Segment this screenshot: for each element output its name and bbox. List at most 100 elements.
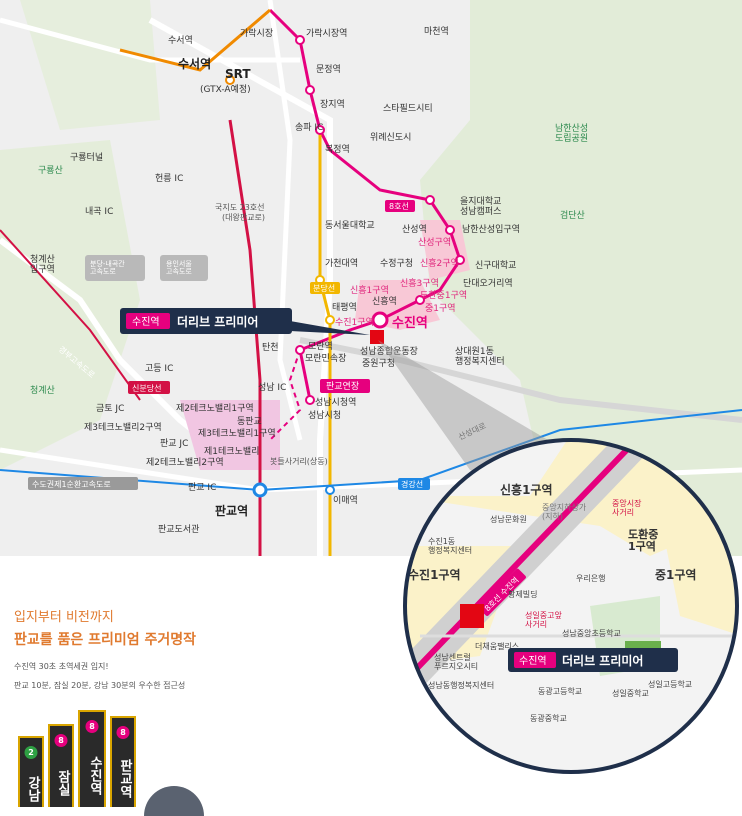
label-dandae: 단대오거리역	[463, 278, 513, 289]
inset-seongil-mid: 성일중학교	[612, 688, 649, 698]
label-geumto-jc: 금토 JC	[96, 403, 124, 414]
inset-donggwang-high: 동광고등학교	[538, 686, 582, 696]
sign-pangyo-text: 판교역	[117, 759, 132, 798]
label-bundang-south: 봇들사거리(상동)	[270, 456, 328, 466]
inset-seongil-high: 성일고등학교	[648, 679, 692, 689]
green-area-east	[420, 0, 742, 556]
label-tech1: 제1테크노밸리	[204, 446, 259, 457]
label-gtx: (GTX-A예정)	[200, 84, 251, 95]
headline-desc1: 수진역 30초 초역세권 입지!	[14, 662, 109, 671]
label-singu: 신구대학교	[475, 260, 516, 271]
area-map: 수서역 수서역 SRT (GTX-A예정) 가락시장 가락시장역 문정역 장지역…	[0, 0, 742, 556]
label-munjeong: 문정역	[316, 64, 341, 75]
headline-line2: 판교를 품은 프리미엄 주거명작	[14, 632, 197, 648]
label-tech3: 제3테크노밸리2구역	[84, 422, 162, 433]
label-jung1: 중1구역	[425, 303, 456, 314]
site-marker	[370, 330, 384, 344]
callout-station-badge	[126, 313, 170, 329]
label-wirye: 위례신도시	[370, 132, 411, 143]
label-pangyo-ic: 판교 IC	[188, 482, 216, 493]
label-tech3-1: 제3테크노밸리1구역	[198, 428, 276, 439]
label-pangyo-library: 판교도서관	[158, 524, 199, 535]
label-gukji23: 국지도 23호선	[215, 203, 265, 212]
inset-sujin1: 수진1구역	[408, 567, 461, 582]
inset-seongnam-culture: 성남문화원	[490, 515, 527, 524]
label-srt: SRT	[225, 67, 251, 81]
inset-theclassic: 더채움팰리스	[475, 641, 519, 651]
callout-name: 더리브 프리미어	[177, 314, 258, 329]
label-gukji23-sub: (대왕판교로)	[222, 213, 265, 222]
label-dongpangyo: 동판교	[237, 416, 262, 427]
sign-jamsil: 8 잠실	[48, 724, 74, 807]
badge-line8	[385, 200, 415, 212]
sinbundang-west-route	[0, 229, 141, 401]
label-heolleung-ic: 헌릉 IC	[155, 173, 183, 184]
label-suseo-ic: 수서역	[168, 35, 193, 46]
inset-station-sign	[478, 568, 526, 616]
bundang-line-route	[318, 130, 332, 556]
label-tancheon: 탄천	[262, 342, 279, 353]
label-namhansanseong-st: 남한산성입구역	[462, 223, 520, 235]
sign-jamsil-line-badge: 8	[54, 734, 68, 747]
label-tech2-2: 제2테크노밸리2구역	[146, 457, 224, 468]
inset-callout-badge	[514, 652, 556, 668]
label-sinheung3: 신흥3구역	[400, 277, 439, 289]
pangyo-extension-route	[269, 349, 302, 441]
badge-bundang	[310, 282, 340, 294]
sign-pangyo-line-badge: 8	[116, 726, 130, 739]
road-main	[148, 17, 333, 556]
road-north	[0, 17, 300, 63]
label-seongnam-sports: 성남종합운동장	[360, 346, 418, 357]
label-gacheon: 가천대역	[325, 258, 358, 269]
label-bokjeong: 복정역	[325, 144, 350, 155]
inset-seongnam-welfare: 성남동행정복지센터	[428, 680, 494, 690]
label-pangyo-jc: 판교 JC	[160, 438, 188, 449]
label-sujin1: 수진1구역	[335, 317, 374, 328]
label-dongseoul-univ: 동서울대학교	[325, 220, 375, 231]
label-godeung-ic: 고등 IC	[145, 363, 173, 374]
label-guryongsan: 구룡산	[38, 165, 63, 176]
label-bundang-line: 분당선	[313, 283, 335, 293]
zone-technovalley	[180, 400, 280, 470]
label-seongnam-ic: 성남 IC	[258, 382, 286, 393]
callout-pointer	[290, 321, 370, 335]
headline-desc2: 판교 10분, 잠실 20분, 강남 30분의 우수한 접근성	[14, 681, 186, 690]
inset-woori: 우리은행	[576, 573, 605, 583]
label-moran: 모란역	[308, 340, 333, 352]
inset-jungang-market: 중앙지하상가(지하)	[542, 502, 587, 521]
sign-gangnam-text: 강남	[25, 775, 40, 802]
label-sinheung1: 신흥1구역	[350, 284, 389, 296]
label-sinbundang: 신분당선	[132, 383, 161, 393]
label-jangji: 장지역	[320, 99, 345, 110]
inset-sinheung1: 신흥1구역	[500, 482, 553, 497]
badge-yongin-seoul	[160, 255, 208, 281]
badge-sudogwon	[28, 477, 138, 490]
label-seongnam-city: 성남시청	[308, 410, 341, 421]
river	[299, 337, 742, 423]
badge-gyeonggang	[398, 478, 430, 490]
label-tech2: 제2테크노밸리1구역	[176, 403, 254, 414]
sign-sujin: 8 수진역	[78, 710, 106, 807]
label-guryongteol: 구룡터널	[70, 152, 103, 163]
inset-seongnam-jungang-elem: 성남중앙초등학교	[562, 628, 621, 638]
station-signs: 2 강남 8 잠실 8 수진역 8 판교역	[18, 706, 218, 816]
train-graphic	[144, 786, 204, 816]
label-naegok-ic: 내곡 IC	[85, 206, 113, 217]
label-macheon: 마천역	[424, 26, 449, 37]
sign-gangnam-line-badge: 2	[24, 746, 38, 759]
label-sujeong-office: 수정구청	[380, 258, 413, 269]
badge-sinbundang	[128, 381, 170, 394]
label-geumdansan: 검단산	[560, 209, 585, 221]
road-gukji	[267, 0, 303, 441]
headline-block: 입지부터 비전까지 판교를 품은 프리미엄 주거명작 수진역 30초 초역세권 …	[14, 606, 344, 699]
sign-jamsil-text: 잠실	[55, 769, 70, 796]
label-cheonggyesan: 청계산	[30, 384, 55, 396]
